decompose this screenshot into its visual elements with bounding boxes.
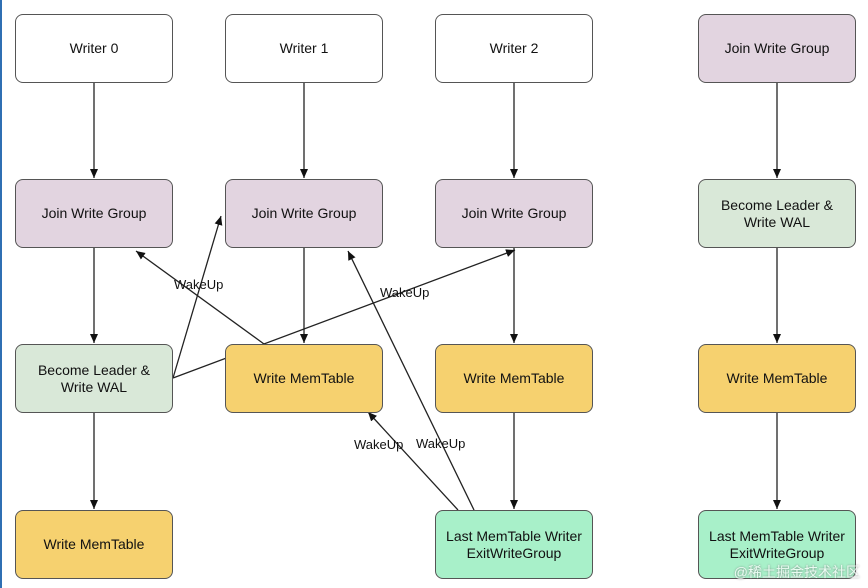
- wakeup-label: WakeUp: [380, 285, 430, 300]
- write-memtable-2-node: Write MemTable: [435, 344, 593, 413]
- become-leader-node: Become Leader & Write WAL: [15, 344, 173, 413]
- right-join-write-group-node: Join Write Group: [698, 14, 856, 83]
- join-write-group-1-node: Join Write Group: [225, 179, 383, 248]
- wakeup-label: WakeUp: [354, 437, 404, 452]
- write-memtable-0-node: Write MemTable: [15, 510, 173, 579]
- join-write-group-2-node: Join Write Group: [435, 179, 593, 248]
- wakeup-label: WakeUp: [416, 436, 466, 451]
- wakeup-label: WakeUp: [174, 277, 224, 292]
- right-last-memtable-writer-node: Last MemTable Writer ExitWriteGroup: [698, 510, 856, 579]
- edge-wakeup-memtable1-to-join0: [135, 250, 265, 345]
- right-write-memtable-node: Write MemTable: [698, 344, 856, 413]
- writer-0-node: Writer 0: [15, 14, 173, 83]
- join-write-group-0-node: Join Write Group: [15, 179, 173, 248]
- write-memtable-1-node: Write MemTable: [225, 344, 383, 413]
- writer-1-node: Writer 1: [225, 14, 383, 83]
- edge-wakeup-leader-to-join1: [172, 215, 223, 379]
- edge-wakeup-exit-to-join1: [347, 250, 475, 511]
- writer-2-node: Writer 2: [435, 14, 593, 83]
- last-memtable-writer-node: Last MemTable Writer ExitWriteGroup: [435, 510, 593, 579]
- right-become-leader-node: Become Leader & Write WAL: [698, 179, 856, 248]
- watermark: @稀土掘金技术社区: [733, 564, 860, 580]
- window-edge: [0, 0, 2, 588]
- edge-wakeup-exit-to-memtable1: [367, 411, 459, 511]
